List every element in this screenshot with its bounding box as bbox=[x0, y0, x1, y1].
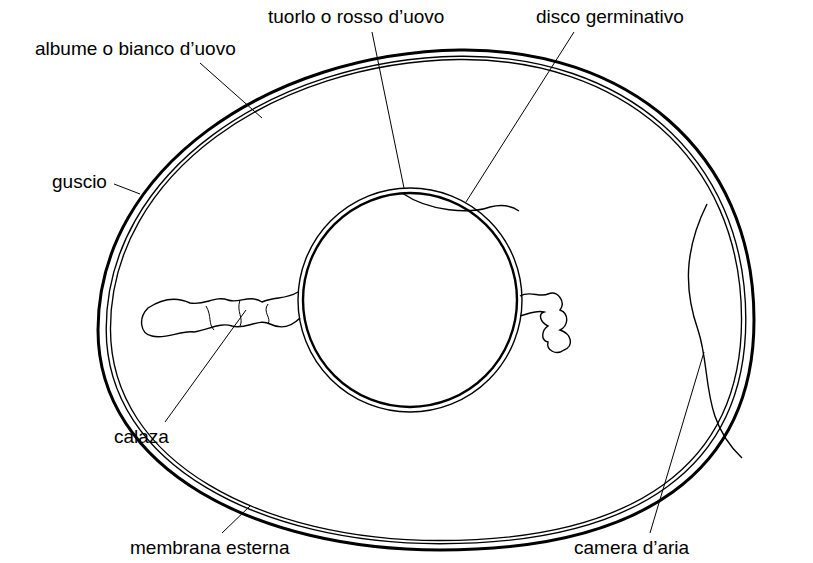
chalaza-twist bbox=[206, 300, 269, 330]
outer-membrane bbox=[106, 56, 746, 544]
part-label: tuorlo o rosso d’uovo bbox=[268, 6, 444, 28]
right-chalaza bbox=[520, 293, 570, 352]
germinal-disc bbox=[402, 193, 519, 211]
part-label: albume o bianco d’uovo bbox=[35, 38, 236, 60]
left-chalaza bbox=[142, 292, 300, 337]
part-label: disco germinativo bbox=[536, 6, 684, 28]
part-label: calaza bbox=[114, 426, 169, 448]
leader-lines bbox=[114, 32, 704, 533]
air-cell bbox=[688, 204, 742, 458]
yolk bbox=[303, 193, 517, 407]
inner-membrane bbox=[110, 59, 741, 540]
part-label: camera d’aria bbox=[574, 537, 689, 559]
shell-outline bbox=[98, 50, 754, 550]
part-label: membrana esterna bbox=[130, 537, 289, 559]
part-label: guscio bbox=[52, 171, 107, 193]
yolk-membrane bbox=[298, 188, 522, 412]
